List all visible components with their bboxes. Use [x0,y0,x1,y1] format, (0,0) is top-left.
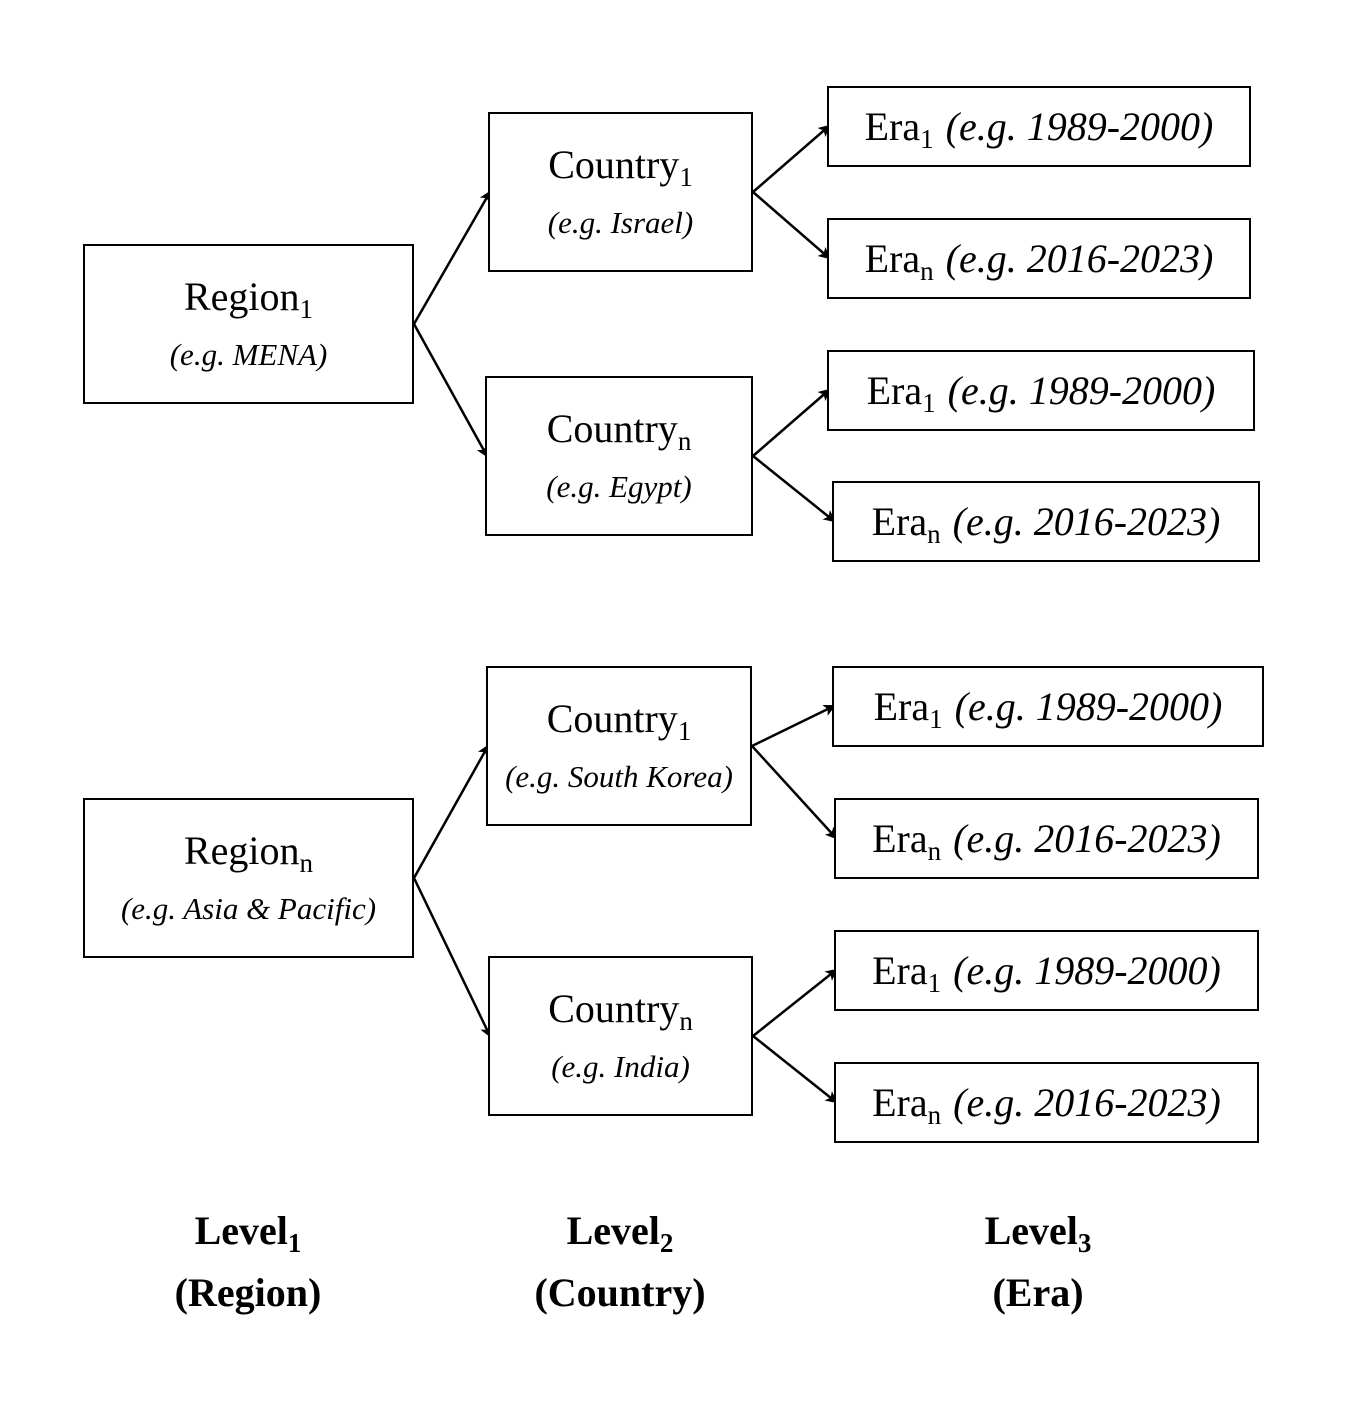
connector-arrow [752,191,831,260]
connector-arrow [752,455,836,523]
era-node: Eran (e.g. 2016-2023) [832,481,1260,562]
era-label: Eran [871,498,941,549]
era-example: (e.g. 2016-2023) [953,1079,1221,1125]
country-node: Country1 (e.g. South Korea) [486,666,752,826]
region-node: Regionn (e.g. Asia & Pacific) [83,798,414,958]
era-node: Era1 (e.g. 1989-2000) [832,666,1264,747]
era-node: Eran (e.g. 2016-2023) [834,1062,1259,1143]
connector-arrow [412,744,490,879]
era-example: (e.g. 2016-2023) [952,498,1221,544]
region-label: Regionn [183,828,314,878]
level-caption: Level2 (Country) [470,1200,770,1324]
era-node: Era1 (e.g. 1989-2000) [834,930,1259,1011]
country-example: (e.g. Egypt) [546,469,692,504]
era-label: Era1 [872,947,942,998]
era-label: Eran [872,1079,942,1130]
country-label: Countryn [548,986,693,1036]
connector-arrow [412,323,489,458]
era-example: (e.g. 1989-2000) [954,683,1223,729]
country-example: (e.g. Israel) [547,205,694,240]
connector-arrow [752,388,831,457]
era-node: Eran (e.g. 2016-2023) [827,218,1251,299]
level-subtitle: (Era) [992,1270,1084,1315]
connector-arrow [751,745,838,840]
era-example: (e.g. 1989-2000) [947,367,1216,413]
connector-arrow [752,124,831,193]
level-label: Level3 [984,1208,1092,1258]
region-node: Region1 (e.g. MENA) [83,244,414,404]
country-node: Countryn (e.g. Egypt) [485,376,753,536]
country-node: Countryn (e.g. India) [488,956,753,1116]
era-label: Era1 [866,367,936,418]
connector-arrow [752,1035,838,1104]
era-example: (e.g. 2016-2023) [945,235,1214,281]
era-node: Eran (e.g. 2016-2023) [834,798,1259,879]
level-label: Level1 [194,1208,302,1258]
era-node: Era1 (e.g. 1989-2000) [827,350,1255,431]
country-example: (e.g. India) [551,1049,690,1084]
country-label: Country1 [548,142,693,192]
connector-arrow [412,877,492,1038]
country-example: (e.g. South Korea) [505,759,733,794]
era-label: Era1 [873,683,943,734]
level-label: Level2 [566,1208,674,1258]
level-caption: Level1 (Region) [98,1200,398,1324]
era-example: (e.g. 1989-2000) [953,947,1221,993]
connector-arrow [412,190,492,325]
level-subtitle: (Region) [174,1270,322,1315]
country-label: Countryn [546,406,692,456]
country-node: Country1 (e.g. Israel) [488,112,753,272]
level-subtitle: (Country) [534,1270,706,1315]
connector-arrow [752,968,838,1037]
era-node: Era1 (e.g. 1989-2000) [827,86,1251,167]
region-example: (e.g. Asia & Pacific) [120,891,377,926]
region-example: (e.g. MENA) [169,337,328,372]
connector-arrow [751,704,836,748]
era-example: (e.g. 2016-2023) [953,815,1221,861]
era-label: Eran [872,815,942,866]
era-example: (e.g. 1989-2000) [945,103,1214,149]
region-label: Region1 [183,274,314,324]
era-label: Era1 [864,103,934,154]
level-caption: Level3 (Era) [888,1200,1188,1324]
country-label: Country1 [546,696,692,746]
era-label: Eran [864,235,934,286]
